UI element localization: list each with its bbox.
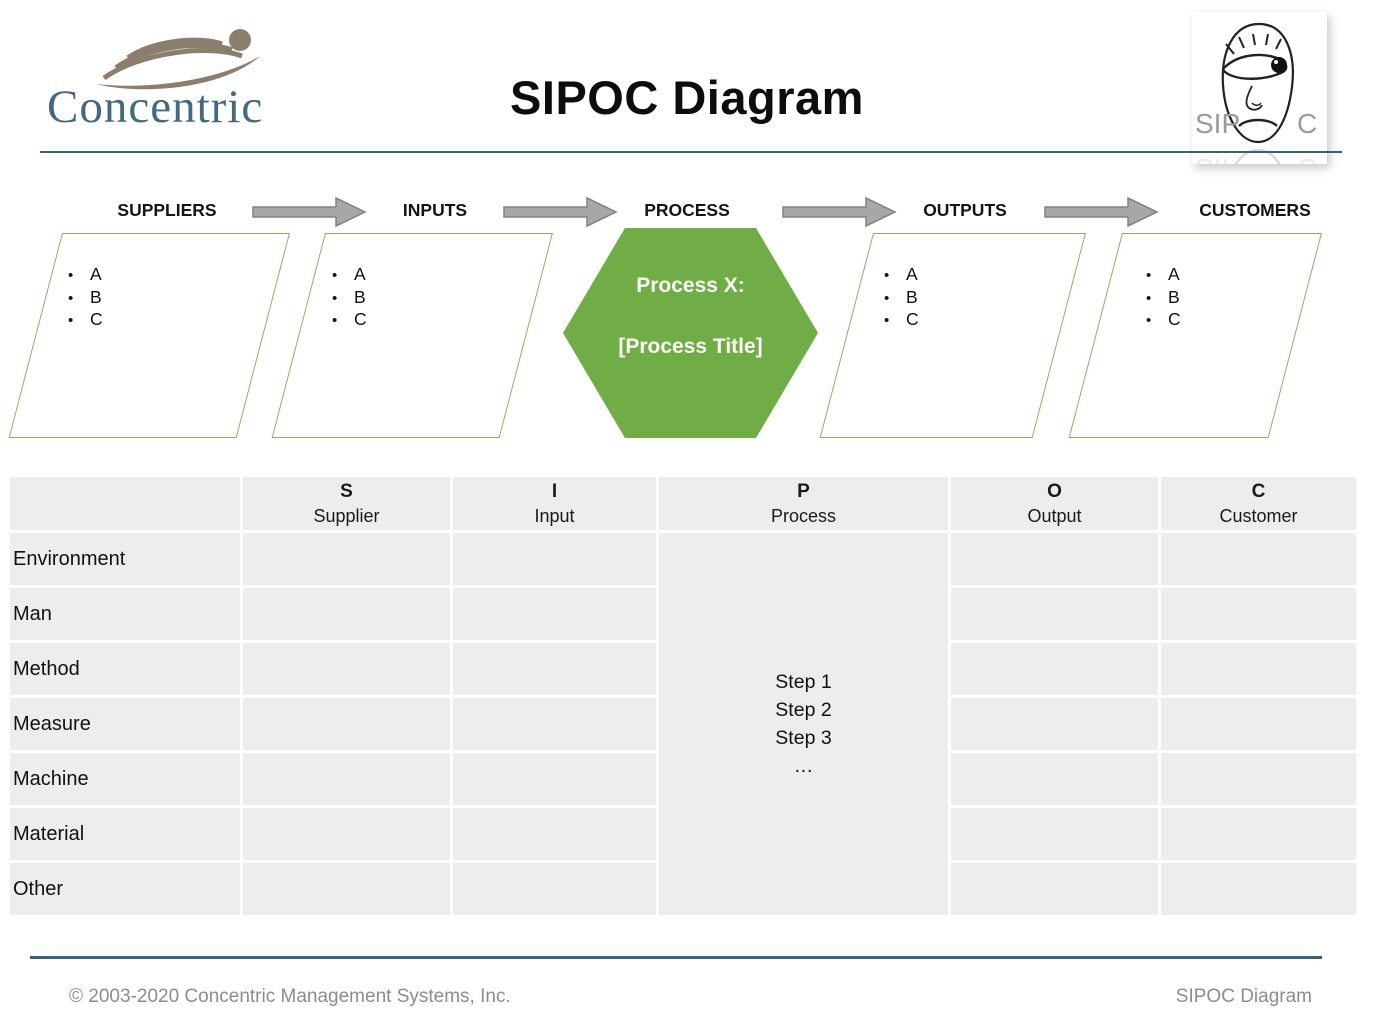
sipoc-table: S Supplier I Input P Process O Output C … <box>10 477 1356 915</box>
process-hexagon: Process X: [Process Title] <box>563 228 818 438</box>
flow-arrow-icon <box>782 196 897 228</box>
bullet-item: B <box>68 287 103 310</box>
stage-label-outputs: OUTPUTS <box>923 200 1007 220</box>
stage-label-customers: CUSTOMERS <box>1199 200 1311 220</box>
logo-text-sip: SIP <box>1195 108 1240 139</box>
bullet-item: A <box>1146 264 1181 287</box>
bullet-item: C <box>884 309 919 332</box>
column-header-customer: C Customer <box>1161 477 1356 530</box>
table-cell <box>951 863 1158 915</box>
svg-text:C: C <box>1297 153 1317 164</box>
suppliers-shape <box>8 233 290 438</box>
bullet-item: B <box>1146 287 1181 310</box>
table-cell <box>951 643 1158 695</box>
table-cell <box>1161 698 1356 750</box>
concentric-logo: Concentric <box>45 22 300 134</box>
bullet-item: A <box>68 264 103 287</box>
process-steps: Step 1 Step 2 Step 3 … <box>775 668 831 780</box>
row-label-other: Other <box>10 863 240 915</box>
logo-reflection: SIP C <box>1195 148 1317 164</box>
suppliers-bullet-list: A B C <box>68 264 103 332</box>
bullet-item: C <box>68 309 103 332</box>
table-cell <box>453 863 656 915</box>
process-step: Step 2 <box>775 699 832 721</box>
table-cell <box>453 588 656 640</box>
table-cell <box>243 863 450 915</box>
customers-shape <box>1068 233 1322 438</box>
table-cell <box>453 698 656 750</box>
table-cell <box>1161 643 1356 695</box>
column-header-output: O Output <box>951 477 1158 530</box>
footer-title: SIPOC Diagram <box>1175 986 1312 1007</box>
stage-label-suppliers: SUPPLIERS <box>117 200 217 220</box>
row-label-man: Man <box>10 588 240 640</box>
sipoc-face-logo: SIP C SIP C <box>1192 12 1327 164</box>
copyright-text: © 2003-2020 Concentric Management System… <box>69 986 511 1007</box>
table-cell <box>243 533 450 585</box>
process-step: Step 3 <box>775 727 832 749</box>
table-cell <box>1161 808 1356 860</box>
table-cell <box>243 808 450 860</box>
process-step: Step 1 <box>775 671 832 693</box>
flow-arrow-icon <box>503 196 618 228</box>
table-cell <box>1161 588 1356 640</box>
column-header-supplier: S Supplier <box>243 477 450 530</box>
logo-text-c: C <box>1297 108 1317 139</box>
column-header-process: P Process <box>659 477 948 530</box>
inputs-shape <box>271 233 553 438</box>
table-cell <box>1161 533 1356 585</box>
table-cell <box>951 808 1158 860</box>
outputs-bullet-list: A B C <box>884 264 919 332</box>
face-icon <box>1221 22 1294 144</box>
table-cell <box>453 753 656 805</box>
table-cell <box>243 753 450 805</box>
header-divider <box>40 151 1342 153</box>
table-cell <box>951 588 1158 640</box>
table-cell <box>951 533 1158 585</box>
table-cell <box>453 643 656 695</box>
bullet-item: B <box>884 287 919 310</box>
bullet-item: B <box>332 287 367 310</box>
table-cell <box>243 698 450 750</box>
table-cell <box>1161 863 1356 915</box>
table-cell <box>453 533 656 585</box>
outputs-shape <box>819 233 1086 438</box>
table-cell <box>243 643 450 695</box>
table-cell <box>453 808 656 860</box>
row-label-measure: Measure <box>10 698 240 750</box>
process-title-placeholder: [Process Title] <box>618 335 763 358</box>
bullet-item: A <box>884 264 919 287</box>
process-name: Process X: <box>636 274 745 297</box>
table-corner-cell <box>10 477 240 530</box>
row-label-machine: Machine <box>10 753 240 805</box>
flow-arrow-icon <box>1044 196 1159 228</box>
orbit-swoosh-icon <box>96 29 260 90</box>
column-header-input: I Input <box>453 477 656 530</box>
brand-name: Concentric <box>47 81 264 133</box>
row-label-material: Material <box>10 808 240 860</box>
process-step: … <box>793 755 814 777</box>
stage-label-inputs: INPUTS <box>402 200 468 220</box>
bullet-item: C <box>332 309 367 332</box>
flow-arrow-icon <box>252 196 367 228</box>
bullet-item: C <box>1146 309 1181 332</box>
row-label-environment: Environment <box>10 533 240 585</box>
row-label-method: Method <box>10 643 240 695</box>
table-cell <box>951 753 1158 805</box>
svg-text:SIP: SIP <box>1195 153 1240 164</box>
footer-divider <box>30 956 1322 959</box>
table-cell <box>1161 753 1356 805</box>
inputs-bullet-list: A B C <box>332 264 367 332</box>
bullet-item: A <box>332 264 367 287</box>
table-cell <box>243 588 450 640</box>
stage-label-process: PROCESS <box>644 200 730 220</box>
customers-bullet-list: A B C <box>1146 264 1181 332</box>
table-cell <box>951 698 1158 750</box>
process-steps-cell: Step 1 Step 2 Step 3 … <box>659 533 948 915</box>
page-title: SIPOC Diagram <box>510 71 864 124</box>
